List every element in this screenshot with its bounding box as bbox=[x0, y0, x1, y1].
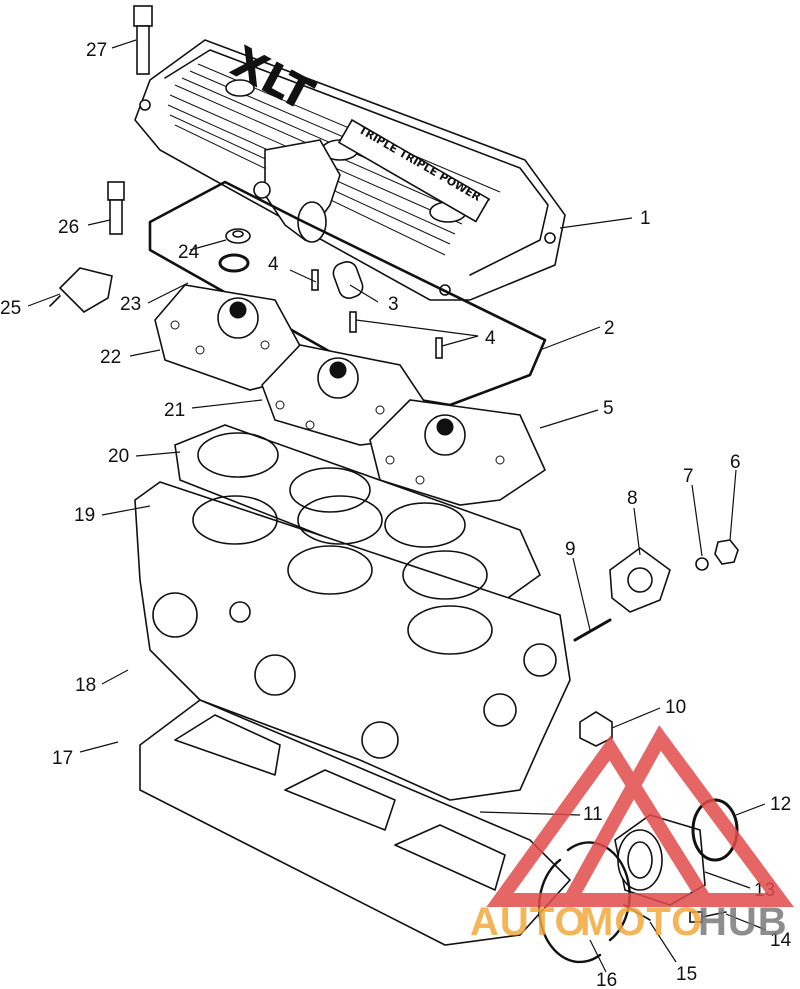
watermark-logo: AUTO MOTO HUB bbox=[470, 725, 794, 944]
callout-14: 14 bbox=[770, 930, 792, 951]
callout-23: 23 bbox=[120, 294, 141, 315]
callout-22: 22 bbox=[100, 347, 121, 368]
base-gasket bbox=[139, 699, 572, 946]
callout-4a: 4 bbox=[268, 254, 279, 275]
watermark-triangle-right bbox=[558, 725, 794, 907]
cylinder-heads bbox=[154, 284, 547, 506]
callout-10: 10 bbox=[665, 697, 686, 718]
head-gasket bbox=[174, 424, 541, 601]
callout-19: 19 bbox=[74, 505, 95, 526]
callout-16: 16 bbox=[596, 970, 617, 989]
callout-27: 27 bbox=[86, 40, 107, 61]
valve-cover: TRIPLE TRIPLE POWER XLT bbox=[134, 37, 566, 301]
callout-2: 2 bbox=[604, 318, 615, 339]
callout-20: 20 bbox=[108, 446, 129, 467]
callout-4b: 4 bbox=[485, 328, 496, 349]
callout-9: 9 bbox=[565, 539, 576, 560]
callout-3: 3 bbox=[388, 294, 399, 315]
callout-1: 1 bbox=[640, 208, 651, 229]
cylinder-block bbox=[134, 481, 571, 801]
watermark-text-hub: HUB bbox=[698, 900, 788, 944]
callout-18: 18 bbox=[75, 675, 96, 696]
callout-26: 26 bbox=[58, 217, 79, 238]
fasteners-right bbox=[573, 539, 739, 747]
callout-17: 17 bbox=[52, 748, 73, 769]
fasteners-left bbox=[49, 5, 153, 314]
callout-24: 24 bbox=[178, 242, 200, 263]
small-fittings bbox=[218, 228, 443, 359]
callout-15: 15 bbox=[676, 964, 697, 985]
callout-12: 12 bbox=[770, 794, 791, 815]
callout-25: 25 bbox=[0, 298, 21, 319]
callout-5: 5 bbox=[603, 398, 614, 419]
callout-21: 21 bbox=[164, 400, 185, 421]
callout-8: 8 bbox=[627, 488, 638, 509]
callout-6: 6 bbox=[730, 452, 741, 473]
callout-numbers: 1 2 3 4 4 5 6 7 8 9 10 11 12 13 14 15 16… bbox=[0, 40, 792, 989]
watermark-text-moto: MOTO bbox=[580, 900, 703, 944]
callout-11: 11 bbox=[583, 804, 603, 825]
watermark-text-auto: AUTO bbox=[470, 900, 587, 944]
callout-7: 7 bbox=[683, 466, 694, 487]
